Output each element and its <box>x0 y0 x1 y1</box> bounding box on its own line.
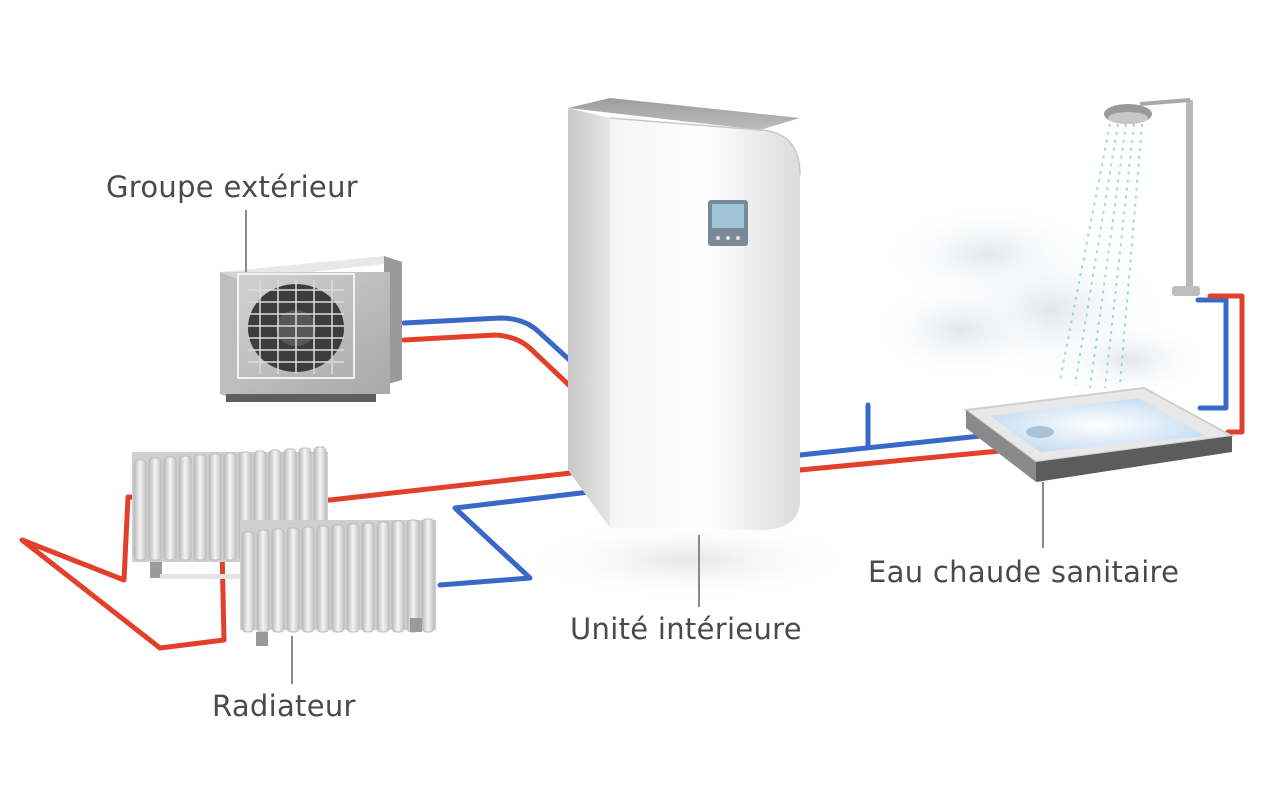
water-spray <box>1059 123 1143 389</box>
outdoor-unit <box>220 256 402 402</box>
outdoor-unit-leader-line <box>245 210 247 272</box>
indoor-unit <box>568 98 801 530</box>
outdoor-hot-pipe <box>401 332 575 391</box>
indoor-unit-label: Unité intérieure <box>570 612 802 646</box>
outdoor-cold-pipe <box>401 315 578 368</box>
steam-cloud <box>870 205 1210 400</box>
shower-pipes <box>797 293 1245 473</box>
shower-hot-pipe <box>797 293 1245 473</box>
radiator-cold-pipe <box>437 487 609 588</box>
shower-tray <box>963 386 1236 482</box>
outdoor-pipes <box>401 315 578 391</box>
radiator-front <box>240 518 436 646</box>
outdoor-unit-label: Groupe extérieur <box>106 170 358 204</box>
radiator-leader-line <box>291 636 293 684</box>
shower-cold-pipe <box>797 297 1229 458</box>
hot-water-label: Eau chaude sanitaire <box>868 555 1180 589</box>
tower-floor-shadow <box>520 520 860 600</box>
radiator-hot-pipe <box>19 467 601 651</box>
hot-water-leader-line <box>1042 482 1044 548</box>
radiator-label: Radiateur <box>212 689 356 723</box>
shower <box>1059 98 1200 389</box>
radiator-pipes <box>19 467 609 651</box>
indoor-unit-leader-line <box>698 535 700 607</box>
